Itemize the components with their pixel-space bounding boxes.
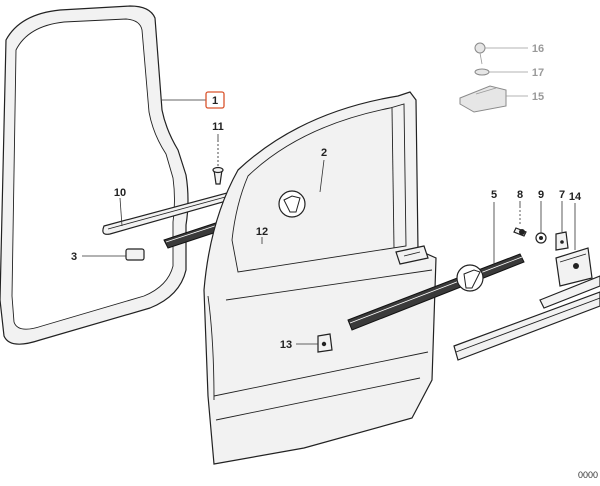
label-14[interactable]: 14 [569,191,582,203]
part-14-bracket[interactable] [555,247,593,287]
label-15[interactable]: 15 [532,91,544,103]
part-9-washer[interactable] [535,232,547,244]
part-17-washer[interactable] [474,68,490,76]
door-body [203,91,437,465]
label-10[interactable]: 10 [114,187,126,199]
label-9[interactable]: 9 [538,189,544,201]
label-13[interactable]: 13 [280,339,292,351]
part-7-clip[interactable] [555,231,569,251]
label-8[interactable]: 8 [517,189,523,201]
label-1[interactable]: 1 [212,95,218,107]
part-10-inner-strip[interactable] [102,189,246,235]
part-16-screw[interactable] [474,42,486,65]
part-8-screw[interactable] [513,206,527,237]
label-3[interactable]: 3 [71,251,77,263]
part-3-clip[interactable] [125,248,145,261]
label-11[interactable]: 11 [212,121,224,133]
part-13-clip[interactable] [317,333,333,353]
part-15-bracket[interactable] [459,85,507,113]
leader-lines [82,47,576,345]
part-1-door-seal[interactable] [0,5,189,345]
part-11-screw[interactable] [212,140,224,185]
label-1-highlight-box [205,91,225,109]
label-12[interactable]: 12 [256,226,268,238]
diagram-code: 0000 [578,470,598,480]
section-detail-marker-lower [456,264,484,292]
label-5[interactable]: 5 [491,189,497,201]
sill-trim-strip [453,275,600,361]
label-7[interactable]: 7 [559,189,565,201]
label-16[interactable]: 16 [532,43,544,55]
label-17[interactable]: 17 [532,67,544,79]
label-2[interactable]: 2 [321,147,327,159]
section-detail-marker-upper [278,190,306,218]
